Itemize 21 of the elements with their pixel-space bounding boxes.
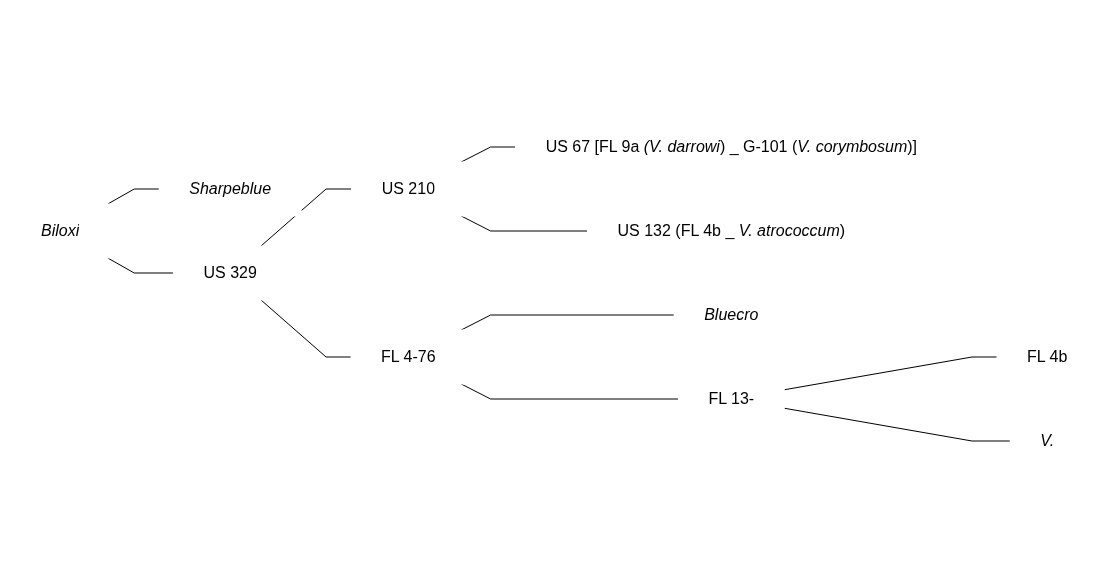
connector	[461, 146, 517, 163]
node-text: FL 4-76	[381, 348, 436, 365]
node-text: US 67 [FL 9a (V. darrowi) _ G-101 (V. corymbosum)]	[545, 138, 918, 155]
node-text: V.	[1040, 432, 1055, 449]
node-text: Bluecro	[704, 306, 759, 323]
connector	[260, 299, 352, 358]
connector	[461, 314, 675, 331]
connector	[784, 407, 1012, 442]
connector	[784, 356, 998, 391]
connector	[107, 188, 161, 205]
node-text: US 329	[203, 264, 258, 281]
connector	[260, 188, 353, 247]
connector	[461, 215, 589, 232]
node-text: FL 13-	[708, 390, 755, 407]
node-text: US 132 (FL 4b _ V. atrococcum)	[617, 222, 846, 239]
connector	[107, 257, 175, 274]
node-text: Sharpeblue	[189, 180, 272, 197]
node-text: US 210	[381, 180, 436, 197]
connector	[461, 383, 680, 400]
node-text: Biloxi	[41, 222, 80, 239]
node-text: FL 4b	[1027, 348, 1068, 365]
